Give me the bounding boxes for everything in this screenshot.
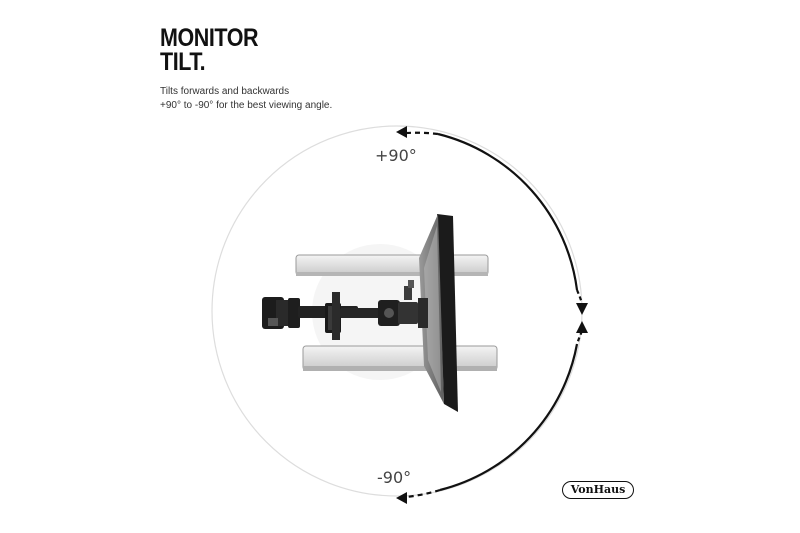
page-heading: MONITOR TILT.	[160, 24, 259, 76]
monitor-arm	[262, 280, 418, 340]
feature-description: Tilts forwards and backwards +90° to -90…	[160, 85, 332, 113]
brand-logo: VonHaus	[562, 481, 634, 499]
arrowhead-left-icon	[396, 492, 407, 504]
desk-top	[295, 254, 489, 276]
arrowhead-down-icon	[576, 303, 588, 315]
tilt-arc-down	[396, 321, 588, 504]
angle-label-bottom: -90°	[377, 468, 411, 487]
arrowhead-up-icon	[396, 126, 407, 138]
description-line-2: +90° to -90° for the best viewing angle.	[160, 100, 333, 111]
heading-line-2: TILT.	[160, 48, 206, 76]
description-line-1: Tilts forwards and backwards	[160, 86, 290, 97]
angle-label-top: +90°	[375, 146, 417, 165]
monitor	[418, 214, 458, 412]
arrowhead-up-icon	[576, 321, 588, 333]
heading-line-1: MONITOR	[160, 24, 259, 52]
desk-bottom	[302, 345, 498, 371]
tilt-arc-up	[396, 126, 588, 315]
